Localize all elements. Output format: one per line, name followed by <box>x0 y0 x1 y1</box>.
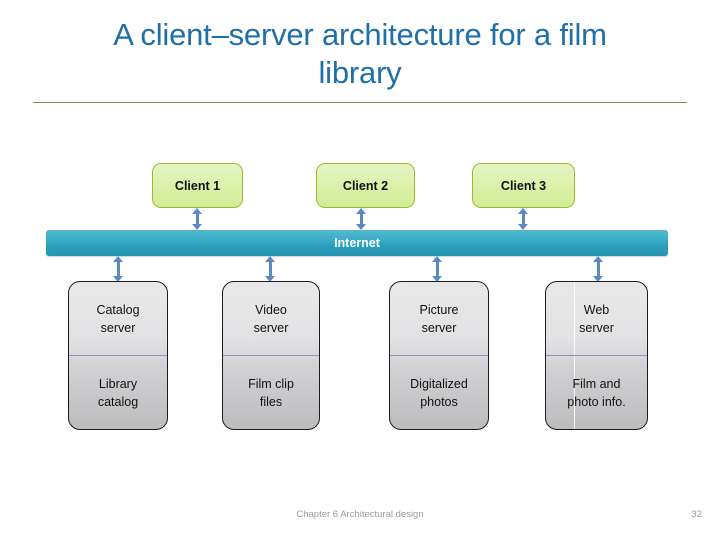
arrow-head-up-icon <box>113 256 123 262</box>
title-divider <box>33 102 687 103</box>
client-box-1[interactable]: Client 1 <box>152 163 243 208</box>
server-picture-name: Picture server <box>419 302 459 335</box>
connector-internet-video-server <box>265 256 276 282</box>
arrow-shaft <box>436 261 439 277</box>
connector-internet-catalog-server <box>113 256 124 282</box>
arrow-head-up-icon <box>265 256 275 262</box>
server-catalog-divider <box>69 355 167 356</box>
server-catalog-data: Library catalog <box>97 376 139 409</box>
server-web-name: Web server <box>579 302 614 335</box>
arrow-head-up-icon <box>518 208 528 214</box>
server-video-divider <box>223 355 319 356</box>
server-box-video[interactable]: Video server Film clip files <box>222 281 320 430</box>
connector-internet-web-server <box>593 256 604 282</box>
footer-page-number: 32 <box>691 509 702 520</box>
arrow-head-up-icon <box>432 256 442 262</box>
arrow-head-up-icon <box>593 256 603 262</box>
server-video-data: Film clip files <box>248 376 294 409</box>
connector-internet-picture-server <box>432 256 443 282</box>
client-box-3-label: Client 3 <box>500 178 547 193</box>
arrow-shaft <box>360 213 363 225</box>
client-box-1-label: Client 1 <box>174 178 221 193</box>
client-box-3[interactable]: Client 3 <box>472 163 575 208</box>
server-box-web[interactable]: Web server Film and photo info. <box>545 281 648 430</box>
footer-chapter-label: Chapter 6 Architectural design <box>296 509 424 520</box>
arrow-shaft <box>597 261 600 277</box>
connector-client-2-internet <box>356 208 367 230</box>
arrow-head-down-icon <box>113 276 123 282</box>
arrow-head-down-icon <box>356 224 366 230</box>
arrow-head-down-icon <box>432 276 442 282</box>
connector-client-1-internet <box>192 208 203 230</box>
server-picture-divider <box>390 355 488 356</box>
internet-bar[interactable]: Internet <box>46 230 668 256</box>
server-video-name: Video server <box>253 302 289 335</box>
server-web-data: Film and photo info. <box>567 376 626 409</box>
page-title: A client–server architecture for a film … <box>113 17 607 90</box>
arrow-shaft <box>196 213 199 225</box>
arrow-head-down-icon <box>192 224 202 230</box>
server-web-divider <box>546 355 647 356</box>
arrow-shaft <box>269 261 272 277</box>
client-box-2[interactable]: Client 2 <box>316 163 415 208</box>
server-catalog-name: Catalog server <box>96 302 140 335</box>
arrow-head-down-icon <box>518 224 528 230</box>
arrow-shaft <box>117 261 120 277</box>
arrow-head-down-icon <box>593 276 603 282</box>
connector-client-3-internet <box>518 208 529 230</box>
arrow-head-up-icon <box>192 208 202 214</box>
internet-bar-label: Internet <box>334 236 380 250</box>
server-box-picture[interactable]: Picture server Digitalized photos <box>389 281 489 430</box>
arrow-shaft <box>522 213 525 225</box>
arrow-head-up-icon <box>356 208 366 214</box>
arrow-head-down-icon <box>265 276 275 282</box>
server-picture-data: Digitalized photos <box>410 376 468 409</box>
client-box-2-label: Client 2 <box>342 178 389 193</box>
server-box-catalog[interactable]: Catalog server Library catalog <box>68 281 168 430</box>
